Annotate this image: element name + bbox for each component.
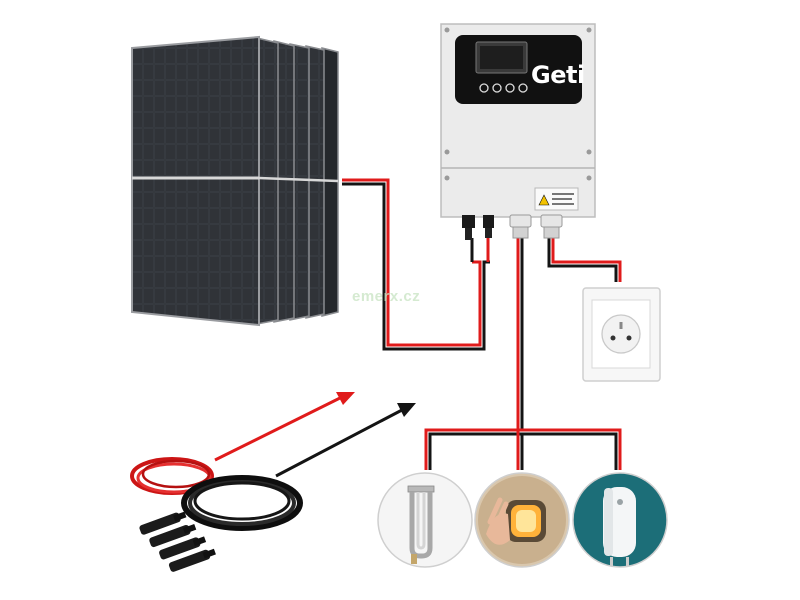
black-cable-coil-icon (184, 478, 300, 528)
